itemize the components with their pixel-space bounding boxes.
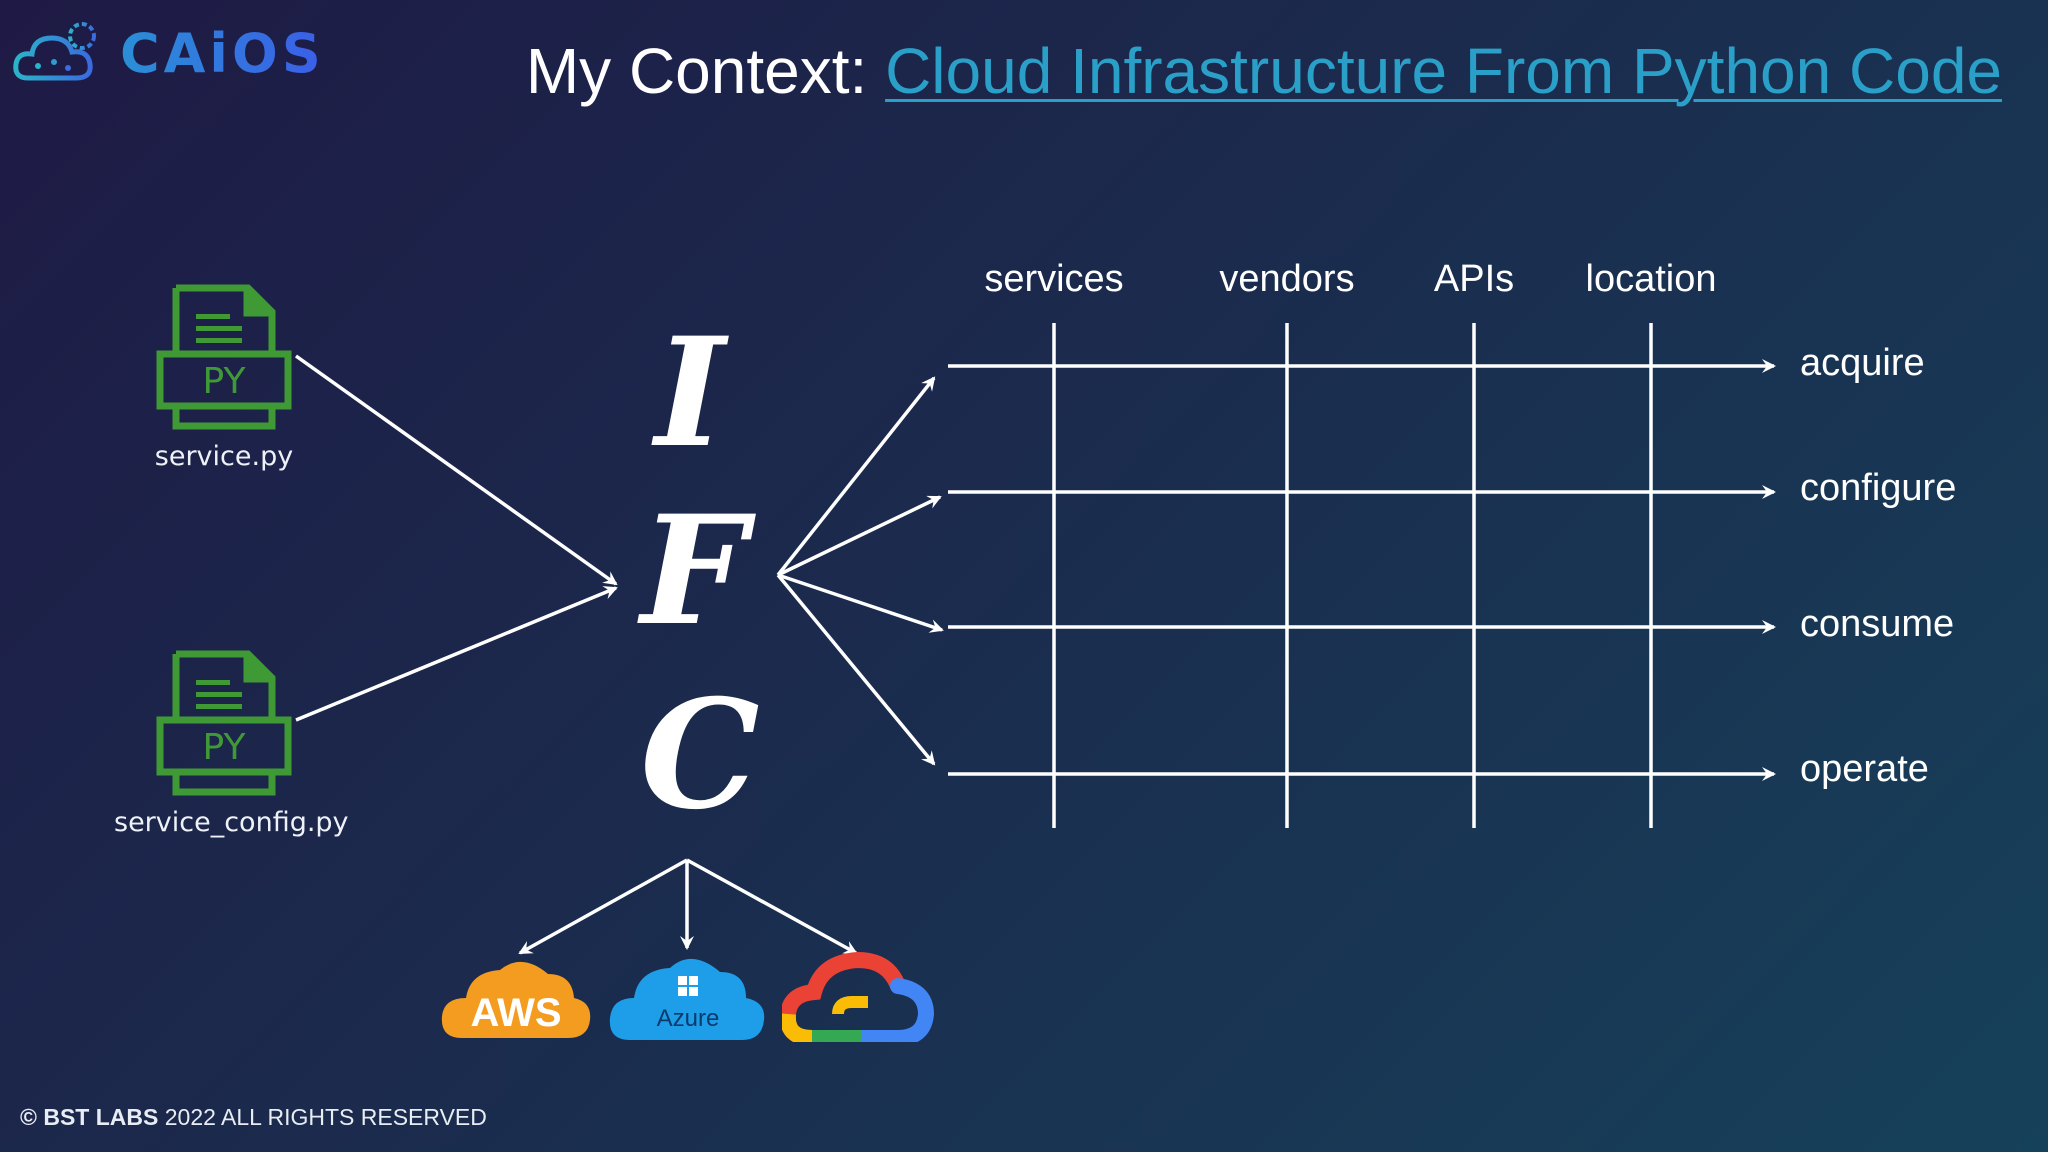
row-label-consume: consume xyxy=(1800,603,1955,645)
row-label-acquire: acquire xyxy=(1800,342,1925,384)
column-header-services: services xyxy=(984,258,1124,300)
title-prefix: My Context: xyxy=(525,35,886,107)
aws-label: AWS xyxy=(470,991,561,1035)
python-file-icon: PY xyxy=(156,284,292,430)
column-header-location: location xyxy=(1585,258,1717,300)
cloud-gear-icon xyxy=(13,22,96,81)
row-label-configure: configure xyxy=(1800,467,1957,509)
azure-cloud-icon: Azure xyxy=(608,948,768,1047)
arrow-ifc-to-operate xyxy=(776,573,936,766)
arrow-config-to-ifc xyxy=(295,586,618,722)
file-service: PY service.py xyxy=(114,284,334,472)
arrow-service-to-ifc xyxy=(294,354,618,586)
file-name-service-config: service_config.py xyxy=(114,807,349,838)
arrow-c-to-gcp xyxy=(686,858,858,955)
caios-logo: CAiOS xyxy=(12,14,325,86)
column-header-apis: APIs xyxy=(1433,258,1515,300)
ifc-letter-c: C xyxy=(640,667,760,843)
copyright-footer: © BST LABS 2022 ALL RIGHTS RESERVED xyxy=(20,1104,487,1131)
footer-text: 2022 ALL RIGHTS RESERVED xyxy=(158,1104,487,1130)
file-name-service: service.py xyxy=(154,441,294,472)
aws-cloud-icon: AWS xyxy=(440,952,592,1045)
page-title: My Context: Cloud Infrastructure From Py… xyxy=(526,34,2002,108)
file-badge: PY xyxy=(203,361,247,402)
footer-brand: © BST LABS xyxy=(20,1104,159,1130)
ifc-letter-i: I xyxy=(654,305,726,481)
logo-text: CAiOS xyxy=(120,21,325,85)
arrow-ifc-to-configure xyxy=(777,495,942,577)
python-file-icon: PY xyxy=(156,650,292,796)
column-header-vendors: vendors xyxy=(1219,258,1355,300)
azure-label: Azure xyxy=(657,1005,720,1032)
google-cloud-icon xyxy=(779,951,935,1047)
arrow-ifc-to-acquire xyxy=(776,376,936,577)
ifc-letter-f: F xyxy=(640,483,748,659)
arrow-ifc-to-consume xyxy=(777,573,944,633)
file-service-config: PY service_config.py xyxy=(114,650,349,838)
arrow-c-to-aws xyxy=(518,858,688,955)
file-badge: PY xyxy=(203,727,247,768)
row-label-operate: operate xyxy=(1800,748,1929,790)
title-link[interactable]: Cloud Infrastructure From Python Code xyxy=(885,35,2002,107)
